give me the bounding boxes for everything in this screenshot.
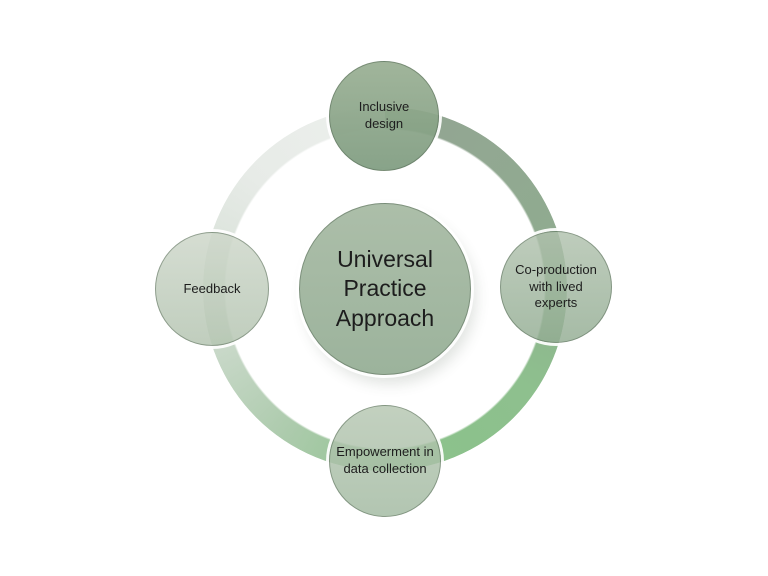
node-empowerment-label: Empowerment in data collection xyxy=(336,444,434,476)
node-feedback-label: Feedback xyxy=(183,280,241,296)
node-feedback: Feedback xyxy=(155,232,269,346)
node-inclusive-design-label: Inclusive design xyxy=(358,99,410,131)
node-inclusive-design: Inclusive design xyxy=(329,61,439,171)
center-node-label: Universal Practice Approach xyxy=(335,245,435,331)
node-co-production-with-lived-experts: Co-production with lived experts xyxy=(500,231,612,343)
node-co-production-label: Co-production with lived experts xyxy=(515,261,597,311)
node-empowerment-in-data-collection: Empowerment in data collection xyxy=(329,405,441,517)
center-node-universal-practice-approach: Universal Practice Approach xyxy=(299,203,471,375)
